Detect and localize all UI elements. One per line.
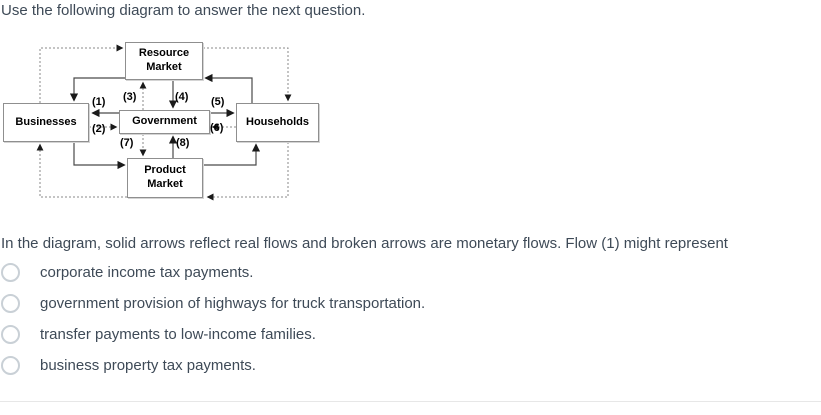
flow-label-6: (6) [210,122,224,134]
question-text: In the diagram, solid arrows reflect rea… [1,235,728,252]
resource-market-to-businesses-arrow [69,77,125,102]
answer-option-3[interactable]: transfer payments to low-income families… [1,323,316,345]
radio-button-icon[interactable] [1,262,20,282]
resource-market-to-households-arrow [203,47,292,102]
flow-label-3: (3) [123,91,137,103]
option-label[interactable]: government provision of highways for tru… [40,294,426,312]
option-label[interactable]: transfer payments to low-income families… [40,325,316,343]
flow-label-5: (5) [211,96,225,108]
flow-label-1: (1) [92,96,106,108]
flow-label-7: (7) [120,137,134,149]
answer-option-2[interactable]: government provision of highways for tru… [1,292,425,314]
answer-option-1[interactable]: corporate income tax payments. [1,261,253,283]
product-market-box: Product Market [127,158,203,198]
households-box: Households [236,103,319,142]
radio-button-icon[interactable] [1,293,20,313]
flow-label-4: (4) [175,91,189,103]
radio-button-icon[interactable] [1,355,20,375]
radio-button-icon[interactable] [1,324,20,344]
flow-label-8: (8) [176,137,190,149]
section-divider [0,401,821,402]
resource-market-box: Resource Market [125,42,203,80]
businesses-to-product-market-arrow [73,142,126,170]
option-label[interactable]: business property tax payments. [40,356,256,374]
businesses-box: Businesses [3,103,89,142]
answer-option-4[interactable]: business property tax payments. [1,354,256,376]
circular-flow-diagram: Resource Market Businesses Government Ho… [0,36,360,216]
option-label[interactable]: corporate income tax payments. [40,263,254,281]
flow-diagram-arrows [36,44,292,201]
government-box: Government [119,110,210,134]
product-market-to-households-arrow [203,143,261,166]
product-market-to-businesses-arrow [36,143,127,198]
households-to-resource-market-arrow [204,73,253,103]
flow-label-2: (2) [92,123,106,135]
instruction-text: Use the following diagram to answer the … [1,2,366,19]
businesses-to-resource-market-arrow [39,44,124,103]
households-to-product-market-arrow [206,142,289,201]
